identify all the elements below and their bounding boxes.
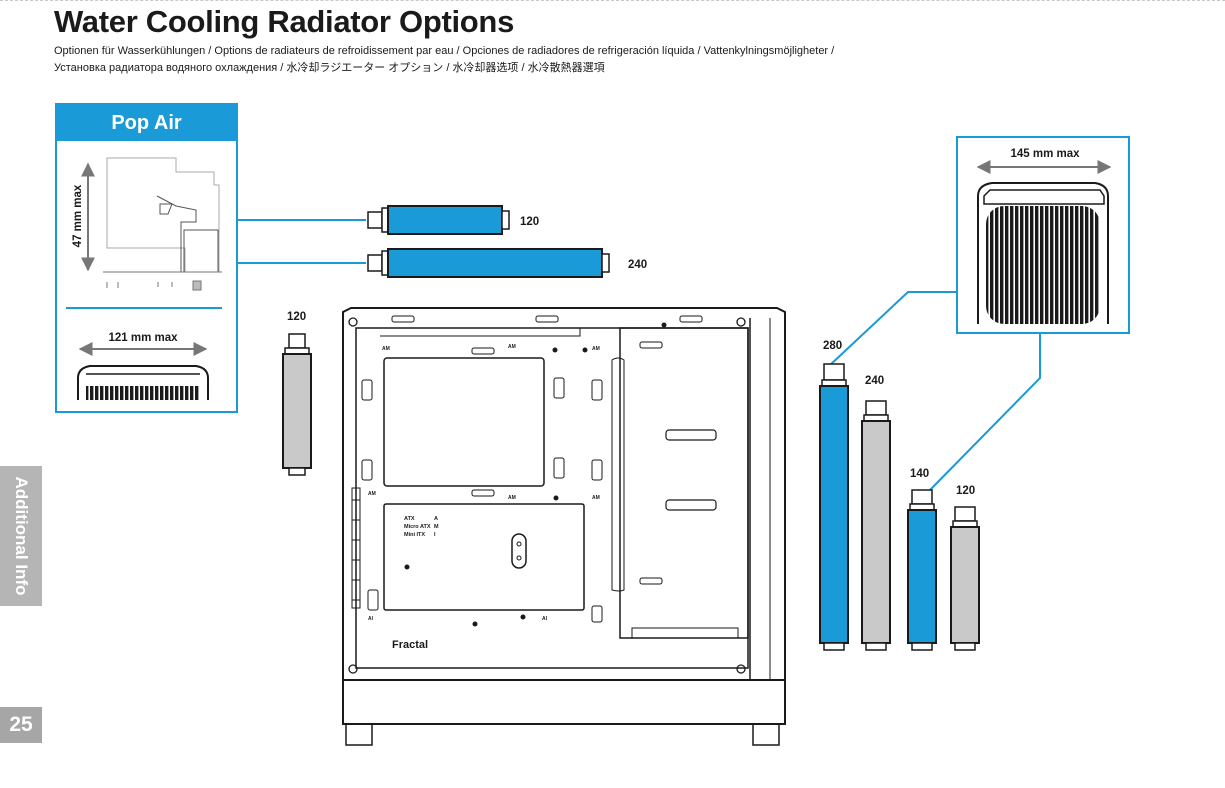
right-panel-width-label: 145 mm max xyxy=(1010,148,1080,160)
pop-air-width-label: 121 mm max xyxy=(108,332,178,344)
radiator-front-240-label: 240 xyxy=(865,375,884,387)
pop-air-height-label: 47 mm max xyxy=(72,184,84,247)
connector-lines xyxy=(236,219,1041,491)
case-atx-label: ATX xyxy=(404,516,415,522)
page-title: Water Cooling Radiator Options xyxy=(54,4,515,39)
case-mini-itx-label: Mini ITX xyxy=(404,532,425,538)
case-brand-logo: Fractal xyxy=(392,639,428,651)
radiator-front-140-label: 140 xyxy=(910,468,929,480)
radiator-top-240 xyxy=(367,248,610,278)
case-am-label-6: AM xyxy=(368,491,376,497)
radiator-front-240 xyxy=(861,400,891,651)
case-marker-a: A xyxy=(434,516,438,522)
pop-air-radiator-top xyxy=(77,365,209,400)
case-am-label-4: AM xyxy=(508,495,516,501)
case-ai-label-2: AI xyxy=(368,616,374,622)
radiator-front-140 xyxy=(907,489,937,651)
radiator-140-top-view xyxy=(977,182,1109,324)
radiator-top-120-label: 120 xyxy=(520,216,539,228)
section-tab: Additional Info xyxy=(0,466,42,606)
subtitle-translations-1: Optionen für Wasserkühlungen / Options d… xyxy=(54,45,835,57)
radiator-front-120 xyxy=(950,506,980,651)
case-micro-atx-label: Micro ATX xyxy=(404,524,431,530)
case-ai-label-1: AI xyxy=(542,616,548,622)
radiator-top-240-label: 240 xyxy=(628,259,647,271)
page-number: 25 xyxy=(0,707,42,743)
top-rule xyxy=(0,0,1225,1)
radiator-front-120-label: 120 xyxy=(956,485,975,497)
case-marker-i: I xyxy=(434,532,436,538)
case-labels: Fractal ATX Micro ATX Mini ITX A M I AM … xyxy=(368,344,600,651)
case-am-label-3: AM xyxy=(592,346,600,352)
connector-front-140 xyxy=(929,332,1041,491)
radiator-front-280-label: 280 xyxy=(823,340,842,352)
radiator-rear-120-label: 120 xyxy=(287,311,306,323)
pc-case xyxy=(342,307,786,746)
case-am-label-1: AM xyxy=(382,346,390,352)
radiator-top-120 xyxy=(367,205,510,235)
radiator-front-280 xyxy=(819,363,849,651)
subtitle-translations-2: Установка радиатора водяного охлаждения … xyxy=(54,62,605,74)
pop-air-cooler-side xyxy=(81,157,222,291)
case-marker-m: M xyxy=(434,524,439,530)
case-am-label-5: AM xyxy=(592,495,600,501)
pop-air-header: Pop Air xyxy=(57,105,236,141)
connector-front-280 xyxy=(828,291,956,367)
radiator-rear-120 xyxy=(282,333,312,476)
case-am-label-2: AM xyxy=(508,344,516,350)
